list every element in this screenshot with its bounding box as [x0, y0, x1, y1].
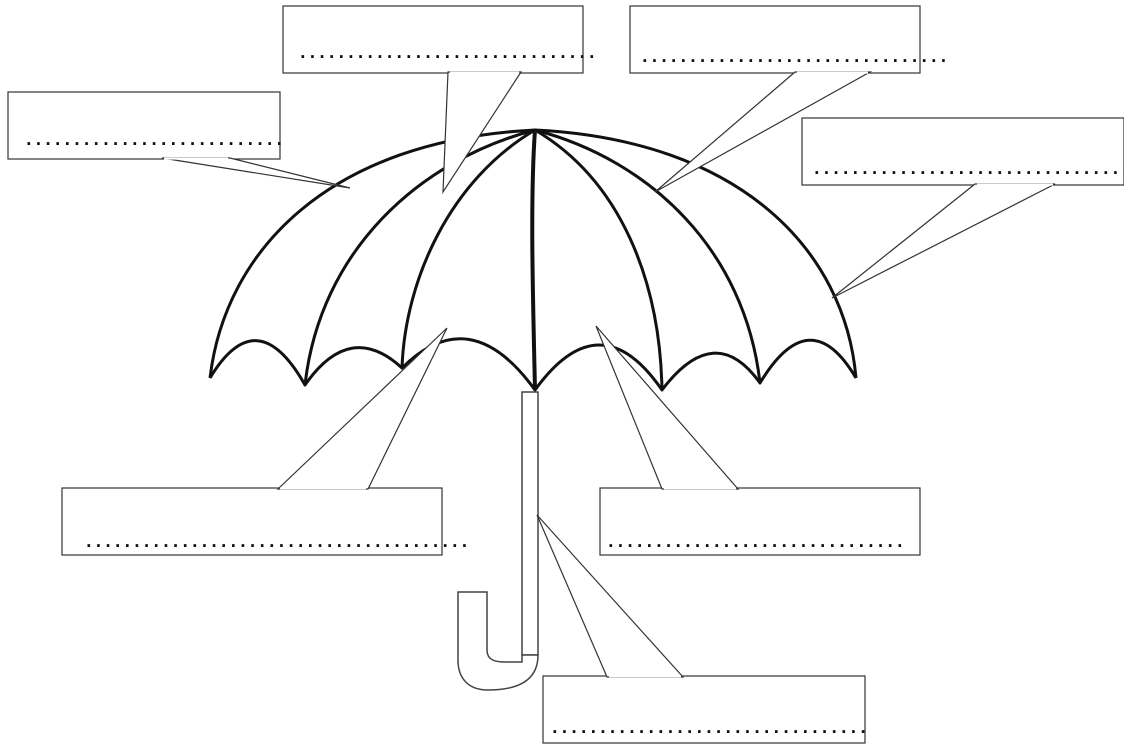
- answer-line-bottom-left: ........................................: [84, 532, 469, 551]
- canopy-rib: [402, 130, 535, 368]
- callout-top-center: [283, 6, 583, 192]
- canopy-rib: [305, 130, 535, 385]
- umbrella-shaft: [458, 392, 538, 690]
- canopy-rib: [532, 130, 535, 390]
- umbrella-canopy: [210, 130, 856, 390]
- answer-line-bottom-center: .................................: [550, 718, 868, 737]
- canopy-rib: [535, 130, 662, 390]
- answer-line-right: ....................................: [812, 159, 1124, 178]
- canopy-rib: [535, 130, 760, 383]
- callouts: [8, 6, 1124, 743]
- answer-line-top-right: ................................: [640, 47, 948, 66]
- shaft: [522, 392, 538, 655]
- answer-line-bottom-right: ...............................: [606, 532, 905, 551]
- answer-line-top-center: ...............................: [298, 43, 597, 62]
- callout-bottom-left: [62, 328, 447, 555]
- callout-right: [802, 118, 1124, 298]
- answer-line-top-left: ...........................: [24, 130, 284, 149]
